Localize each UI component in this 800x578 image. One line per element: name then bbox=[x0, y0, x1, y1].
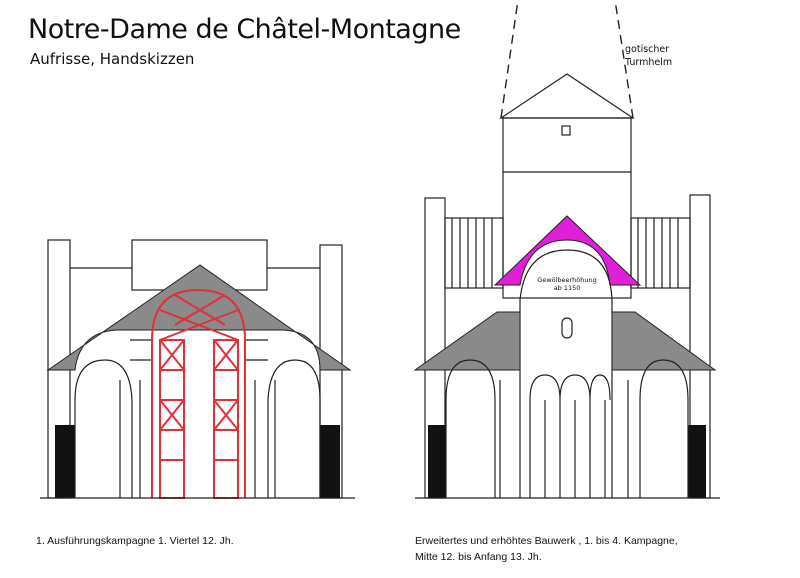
left-roof bbox=[46, 264, 352, 371]
spire-annotation-line1: gotischer bbox=[625, 44, 670, 55]
left-elevation bbox=[40, 239, 355, 499]
right-caption-line2: Mitte 12. bis Anfang 13. Jh. bbox=[415, 551, 542, 563]
left-caption: 1. Ausführungskampagne 1. Viertel 12. Jh… bbox=[36, 535, 234, 547]
vault-annotation: Gewölbeerhöhung ab 1150 bbox=[535, 276, 599, 292]
right-caption-line1: Erweitertes und erhöhtes Bauwerk , 1. bi… bbox=[415, 535, 678, 547]
right-caption: Erweitertes und erhöhtes Bauwerk , 1. bi… bbox=[415, 533, 678, 565]
spire-annotation-line2: Turmhelm bbox=[625, 57, 673, 68]
right-base-block bbox=[320, 425, 340, 498]
spire-dashed-lines bbox=[500, 0, 634, 119]
vault-annotation-line2: ab 1150 bbox=[553, 284, 581, 292]
left-base-block bbox=[55, 425, 75, 498]
page-title: Notre-Dame de Châtel-Montagne bbox=[28, 14, 461, 45]
right-elevation bbox=[413, 0, 720, 499]
spire-annotation: gotischer Turmhelm bbox=[625, 43, 672, 69]
page-subtitle: Aufrisse, Handskizzen bbox=[30, 50, 195, 68]
vault-annotation-line1: Gewölbeerhöhung bbox=[537, 276, 597, 284]
right-side-roofs bbox=[413, 311, 717, 371]
